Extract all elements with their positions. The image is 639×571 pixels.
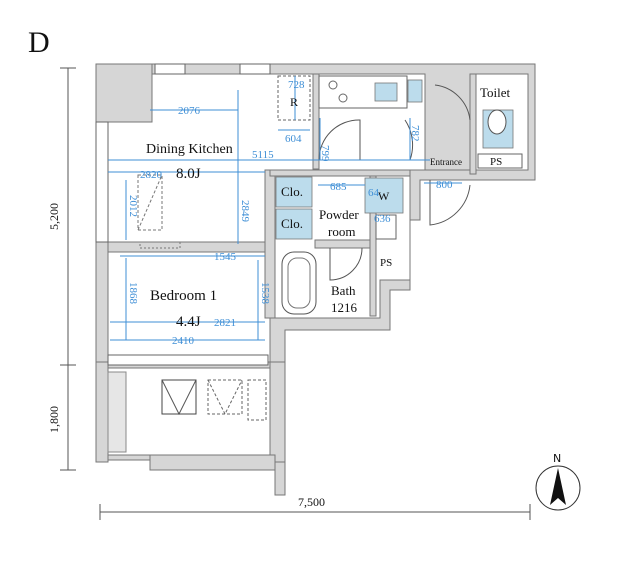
label-bedroom: Bedroom 1 — [150, 288, 217, 304]
window-2 — [239, 63, 271, 75]
window-1 — [154, 63, 186, 75]
label-bedroom-size: 4.4J — [176, 314, 201, 330]
overall-height-balcony: 1,800 — [47, 406, 61, 433]
bathtub-inner — [287, 257, 311, 309]
compass-icon: N — [535, 452, 581, 511]
overall-height-main: 5,200 — [47, 203, 61, 230]
dim-1868: 1868 — [127, 282, 139, 305]
label-ps-1: PS — [490, 156, 502, 168]
label-washer: W — [378, 189, 390, 203]
washer-box — [364, 177, 404, 214]
dim-2012: 2012 — [127, 195, 139, 217]
dim-2410: 2410 — [172, 335, 195, 347]
window-left — [95, 121, 109, 243]
dim-2849: 2849 — [239, 200, 251, 223]
door-bath — [329, 247, 363, 281]
water-heater — [407, 79, 423, 103]
dim-2821: 2821 — [214, 317, 236, 329]
dim-2820: 2820 — [140, 169, 163, 181]
label-ps-2: PS — [380, 257, 392, 269]
dim-5115: 5115 — [252, 149, 274, 161]
ps-box-1 — [477, 153, 523, 169]
dim-800: 800 — [436, 179, 453, 191]
kitchen-sink — [374, 82, 398, 102]
door-entrance-swing — [404, 119, 414, 161]
wall-bedroom-top — [107, 241, 271, 253]
dim-782: 782 — [409, 125, 421, 142]
label-dining-kitchen: Dining Kitchen — [146, 142, 233, 157]
balcony-outdoor-unit — [161, 379, 267, 421]
dim-64: 64 — [368, 187, 380, 199]
kitchen-fixtures — [277, 75, 423, 121]
bathtub — [281, 251, 317, 315]
dim-685: 685 — [330, 181, 347, 193]
wall-powder-bottom — [314, 239, 376, 249]
wall-balcony-left — [95, 361, 109, 463]
dim-799: 799 — [319, 145, 331, 162]
dim-636: 636 — [374, 213, 391, 225]
windows — [95, 63, 271, 366]
toilet-bowl — [487, 109, 507, 135]
dim-728: 728 — [288, 79, 305, 91]
compass-north-label: N — [553, 452, 561, 465]
wall-bath-right — [369, 175, 377, 317]
door-front — [429, 180, 471, 226]
label-powder: Powder — [319, 207, 359, 222]
dim-1545: 1545 — [214, 251, 237, 263]
wall-balcony-bottom — [149, 454, 276, 471]
stove-burner-2 — [338, 93, 348, 103]
closet-2-box — [275, 208, 313, 240]
door-toilet — [434, 84, 471, 121]
stove-burner-1 — [328, 80, 338, 90]
overall-width: 7,500 — [298, 495, 325, 509]
wall-toilet-left — [469, 73, 477, 175]
label-closet-1: Clo. — [281, 184, 303, 199]
closet-1-box — [275, 176, 313, 208]
dim-2076: 2076 — [178, 105, 201, 117]
label-room: room — [328, 224, 355, 239]
overall-dimensions — [60, 67, 531, 520]
window-balcony — [107, 354, 269, 366]
wall-kitchen-divider — [312, 73, 320, 170]
wall-corner-left — [95, 63, 153, 123]
wall-kitchen-bottom — [269, 169, 411, 177]
dim-604: 604 — [285, 133, 302, 145]
dim-1538: 1538 — [259, 282, 271, 305]
wall-balcony-right — [269, 361, 286, 463]
powder-sink — [375, 214, 397, 240]
fridge-space — [277, 75, 311, 121]
dashed-furniture — [137, 174, 181, 249]
doors — [318, 84, 471, 281]
label-dining-kitchen-size: 8.0J — [176, 166, 201, 182]
label-bath-size: 1216 — [331, 300, 358, 315]
unit-label: D — [28, 26, 50, 59]
label-bath: Bath — [331, 283, 356, 298]
balcony-aircon — [107, 371, 127, 453]
label-entrance: Entrance — [430, 157, 462, 167]
label-closet-2: Clo. — [281, 216, 303, 231]
dimension-lines — [108, 76, 462, 341]
label-toilet: Toilet — [480, 85, 511, 100]
label-refrigerator: R — [290, 95, 298, 109]
